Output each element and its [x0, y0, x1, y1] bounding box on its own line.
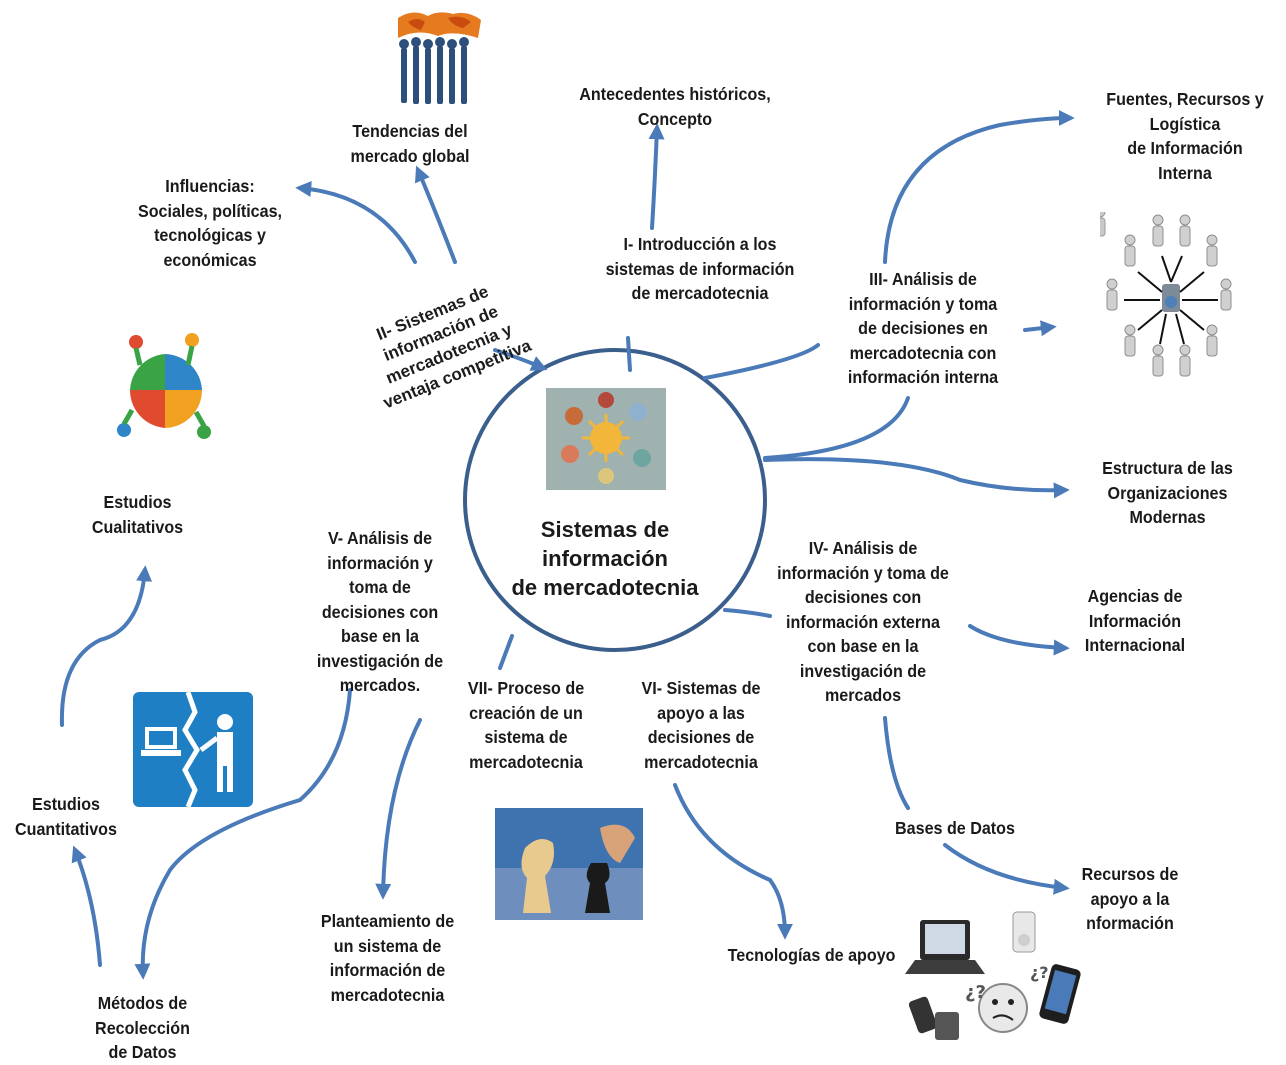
center-title: Sistemas de información de mercadotecnia — [511, 517, 699, 600]
leaf-agencias: Agencias de Información Internacional — [1084, 586, 1186, 655]
branch-vi-label: VI- Sistemas de apoyo a las decisiones d… — [641, 678, 761, 772]
world-people-icon — [393, 8, 483, 104]
branch-v-label: V- Análisis de información y toma de dec… — [316, 528, 444, 695]
svg-text:¿?: ¿? — [1030, 963, 1049, 982]
leaf-planteamiento: Planteamiento de un sistema de informaci… — [320, 911, 455, 1005]
network-people-icon — [1100, 212, 1232, 377]
leaf-influencias: Influencias: Sociales, políticas, tecnol… — [137, 176, 283, 270]
leaf-fuentes: Fuentes, Recursos y Logística de Informa… — [1106, 89, 1264, 183]
leaf-estructura: Estructura de las Organizaciones Moderna… — [1102, 458, 1233, 527]
leaf-bases: Bases de Datos — [895, 818, 1015, 838]
branch-vii-label: VII- Proceso de creación de un sistema d… — [467, 678, 585, 772]
puzzle-people-icon — [117, 333, 211, 439]
branch-iv-label: IV- Análisis de información y toma de de… — [777, 538, 949, 705]
branch-i-label: I- Introducción a los sistemas de inform… — [605, 234, 795, 303]
chess-icon — [495, 808, 643, 920]
leaf-tecnologias: Tecnologías de apoyo — [727, 945, 896, 965]
svg-text:¿?: ¿? — [965, 982, 986, 1003]
leaf-cualitativos: Estudios Cualitativos — [91, 492, 184, 537]
leaf-antecedentes: Antecedentes históricos, Concepto — [579, 84, 771, 129]
leaf-recursos: Recursos de apoyo a la nformación — [1081, 864, 1179, 933]
planets-icon — [546, 388, 666, 490]
leaf-tendencias: Tendencias del mercado global — [350, 121, 470, 166]
computer-person-icon — [133, 692, 253, 807]
gadgets-icon: ¿? ¿? — [905, 911, 1081, 1040]
leaf-cuantitativos: Estudios Cuantitativos — [14, 794, 117, 839]
leaf-metodos: Métodos de Recolección de Datos — [95, 993, 190, 1062]
branch-iii-label: III- Análisis de información y toma de d… — [847, 269, 999, 387]
